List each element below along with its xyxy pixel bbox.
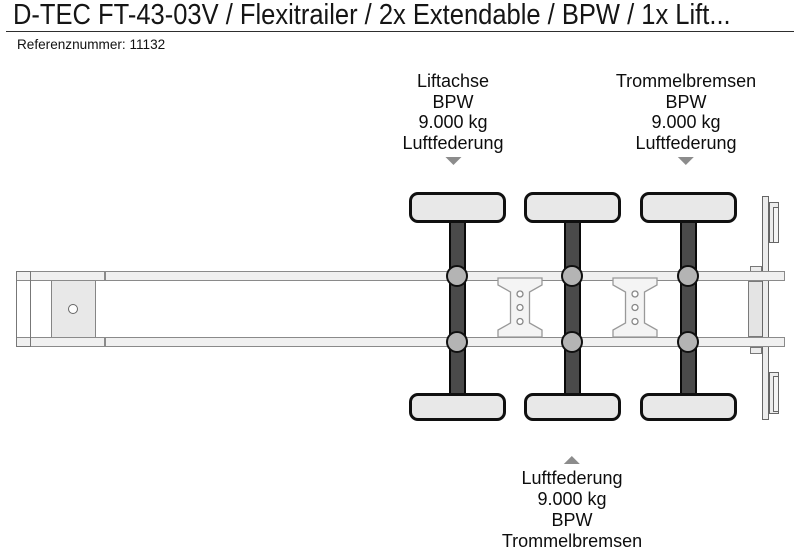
arrow-up-icon — [564, 456, 580, 464]
title-divider — [6, 31, 794, 32]
annotation-line: BPW — [551, 510, 593, 530]
axle-1-tire-top — [408, 192, 506, 223]
annotation-lift-axle: Liftachse BPW 9.000 kg Luftfederung — [402, 71, 504, 165]
axle-2-tire-bottom — [523, 393, 621, 421]
annotation-line: Trommelbremsen — [501, 531, 643, 551]
axle-3-air-bellows-top — [677, 265, 699, 287]
arrow-down-icon — [445, 157, 461, 165]
annotation-line: Luftfederung — [635, 132, 737, 153]
axle-3-tire-top — [639, 192, 737, 223]
crossmember-plate-1 — [497, 277, 543, 338]
annotation-line: Luftfederung — [402, 132, 504, 153]
rear-lamp-box-bottom-inner — [772, 375, 779, 412]
crossmember-plate-2 — [612, 277, 658, 338]
axle-1-air-bellows-bottom — [446, 330, 468, 353]
annotation-line: Trommelbremsen — [615, 71, 757, 91]
annotation-line: 9.000 kg — [418, 112, 488, 132]
axle-2-air-bellows-top — [561, 265, 583, 287]
annotation-line: Liftachse — [416, 71, 490, 91]
annotation-line: 9.000 kg — [651, 112, 721, 132]
annotation-line: BPW — [432, 91, 474, 112]
axle-1-tire-bottom — [408, 393, 506, 421]
annotation-rear-axle: Trommelbremsen BPW 9.000 kg Luftfederung — [616, 71, 756, 165]
axle-1-air-bellows-top — [446, 265, 468, 287]
chassis-rail-top — [15, 271, 785, 281]
rail-joint-line — [104, 271, 106, 281]
chassis-rail-bottom — [15, 336, 785, 347]
annotation-line: Luftfederung — [521, 468, 623, 488]
arrow-down-icon — [678, 157, 694, 165]
axle-3-beam — [679, 212, 697, 400]
annotation-line: BPW — [665, 91, 707, 112]
axle-2-air-bellows-bottom — [561, 330, 583, 353]
rail-joint-line — [104, 336, 106, 347]
axle-2-tire-top — [523, 192, 621, 223]
axle-3-tire-bottom — [639, 393, 737, 421]
front-end-box — [15, 270, 31, 347]
page-title: D-TEC FT-43-03V / Flexitrailer / 2x Exte… — [13, 0, 731, 31]
rear-lamp-box-top-inner — [772, 206, 779, 243]
annotation-line: 9.000 kg — [537, 489, 607, 509]
axle-1-beam — [448, 212, 466, 400]
rear-bracket-bottom — [750, 347, 762, 354]
annotation-middle-axle: Luftfederung 9.000 kg BPW Trommelbremsen — [502, 456, 642, 552]
axle-2-beam — [563, 212, 581, 400]
rear-bumper-bar — [761, 196, 769, 420]
axle-3-air-bellows-bottom — [677, 330, 699, 353]
kingpin-circle — [67, 303, 78, 314]
reference-number: Referenznummer: 11132 — [17, 36, 166, 52]
